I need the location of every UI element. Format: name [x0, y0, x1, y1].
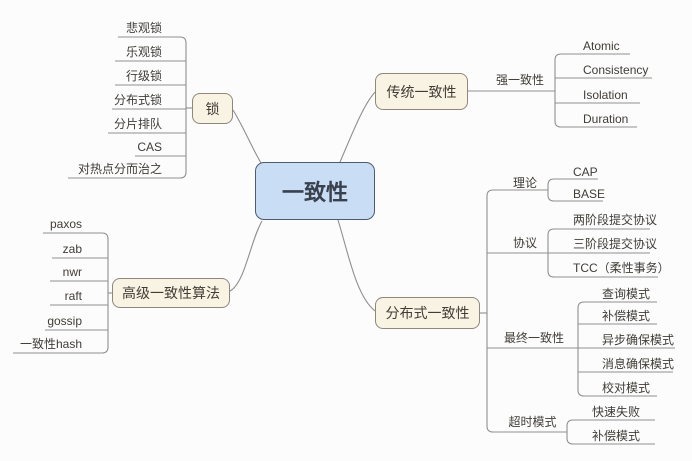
node-zab[interactable]: zab [62, 242, 82, 256]
node-duration[interactable]: Duration [583, 112, 629, 126]
node-tcc-flexible-transaction[interactable]: TCC（柔性事务） [573, 261, 670, 275]
node-timeout-mode[interactable]: 超时模式 [508, 415, 557, 429]
node-cap[interactable]: CAP [573, 165, 598, 179]
node-base[interactable]: BASE [573, 187, 606, 201]
node-raft[interactable]: raft [64, 289, 82, 303]
node-shard-queue[interactable]: 分片排队 [113, 117, 162, 131]
node-optimistic-lock[interactable]: 乐观锁 [125, 45, 162, 59]
node-async-ensure-mode[interactable]: 异步确保模式 [602, 333, 675, 347]
node-atomic[interactable]: Atomic [583, 39, 620, 53]
center-node-consistency[interactable]: 一致性 [255, 162, 375, 220]
node-advanced-consistency-algorithms[interactable]: 高级一致性算法 [112, 278, 230, 308]
node-distributed-consistency[interactable]: 分布式一致性 [375, 297, 480, 329]
node-isolation[interactable]: Isolation [583, 88, 628, 102]
node-cas[interactable]: CAS [137, 140, 162, 154]
node-compensation-mode[interactable]: 补偿模式 [602, 309, 651, 323]
node-distributed-lock[interactable]: 分布式锁 [113, 93, 162, 107]
node-strong-consistency[interactable]: 强一致性 [495, 73, 544, 87]
node-paxos[interactable]: paxos [49, 217, 82, 231]
node-hotspot-divide-conquer[interactable]: 对热点分而治之 [77, 162, 162, 176]
node-eventual-consistency[interactable]: 最终一致性 [503, 331, 564, 345]
node-three-phase-commit[interactable]: 三阶段提交协议 [573, 237, 658, 251]
node-row-level-lock[interactable]: 行级锁 [125, 69, 162, 83]
node-theory[interactable]: 理论 [512, 176, 537, 190]
node-pessimistic-lock[interactable]: 悲观锁 [125, 21, 162, 35]
node-lock[interactable]: 锁 [192, 93, 233, 124]
node-fast-fail[interactable]: 快速失败 [592, 405, 641, 419]
node-timeout-compensation-mode[interactable]: 补偿模式 [592, 429, 641, 443]
node-message-ensure-mode[interactable]: 消息确保模式 [602, 357, 675, 371]
node-consistent-hash[interactable]: 一致性hash [19, 337, 82, 351]
node-gossip[interactable]: gossip [47, 314, 82, 328]
node-reconciliation-mode[interactable]: 校对模式 [602, 381, 651, 395]
node-nwr[interactable]: nwr [62, 265, 82, 279]
node-traditional-consistency[interactable]: 传统一致性 [375, 73, 468, 110]
node-consistency-acid[interactable]: Consistency [583, 63, 649, 77]
node-query-mode[interactable]: 查询模式 [602, 287, 651, 301]
node-two-phase-commit[interactable]: 两阶段提交协议 [573, 213, 658, 227]
node-protocol[interactable]: 协议 [512, 236, 537, 250]
